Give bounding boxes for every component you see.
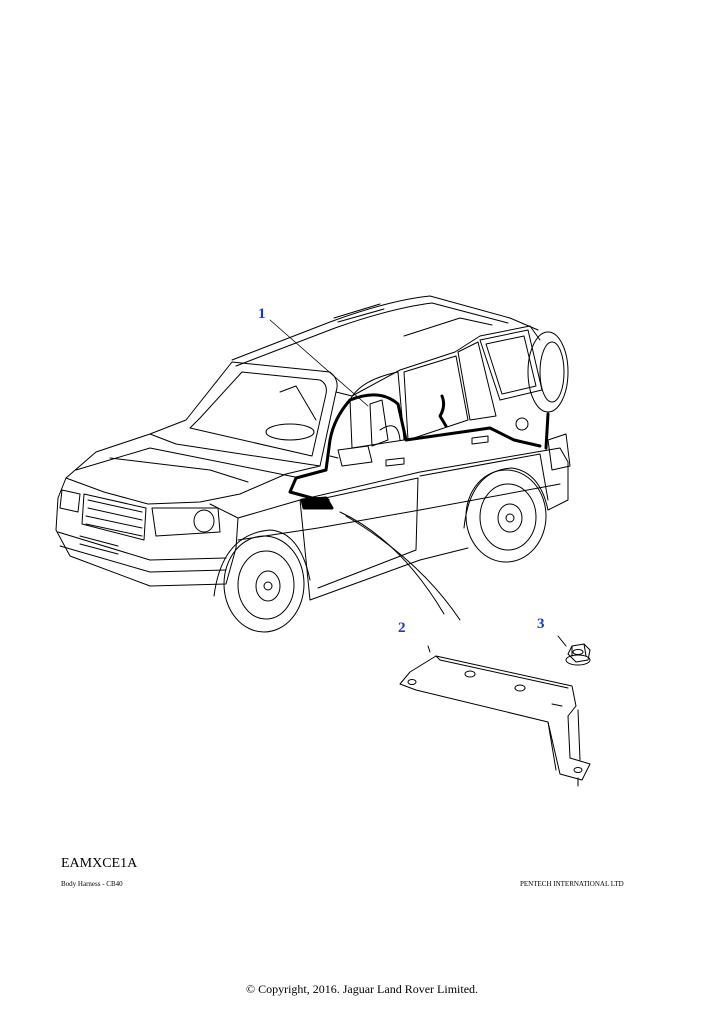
leader-line xyxy=(339,511,461,621)
flange-nut xyxy=(557,635,591,666)
footer-right: PENTECH INTERNATIONAL LTD xyxy=(520,880,624,888)
callout-3: 3 xyxy=(537,616,545,632)
body-harness xyxy=(288,393,550,510)
copyright-text: © Copyright, 2016. Jaguar Land Rover Lim… xyxy=(245,982,479,996)
bracket xyxy=(399,645,591,787)
diagram-code: EAMXCE1A xyxy=(61,856,138,871)
vehicle-illustration xyxy=(55,295,571,633)
callout-1: 1 xyxy=(258,306,266,322)
callout-2: 2 xyxy=(398,620,406,636)
footer-left: Body Harness - CB40 xyxy=(61,880,123,888)
callout-leaders xyxy=(269,319,369,407)
